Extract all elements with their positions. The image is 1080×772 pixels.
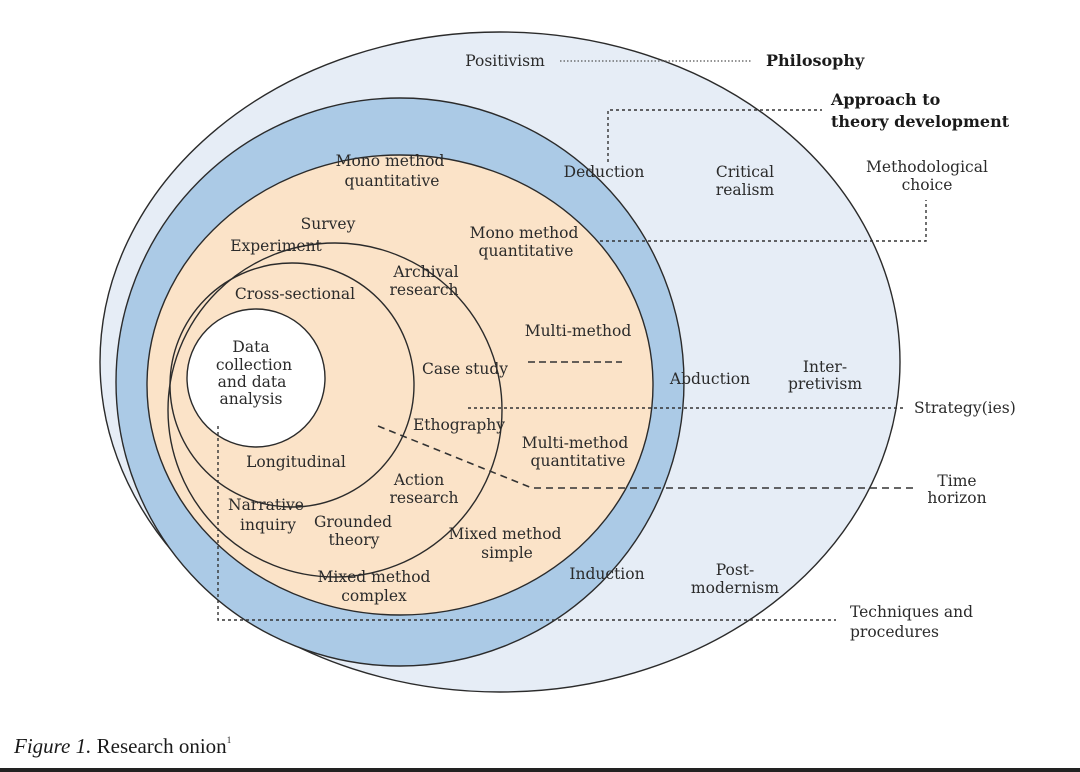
positivism-label: Positivism — [465, 52, 545, 70]
philosophy-label: Philosophy — [766, 51, 865, 70]
figure-caption: Figure 1. Research onion1 — [14, 734, 231, 759]
techniques-line2: procedures — [850, 623, 939, 641]
mono-method-top-line2: quantitative — [345, 172, 440, 190]
induction-label: Induction — [569, 565, 644, 583]
methodological-choice-line2: choice — [902, 176, 953, 194]
core-circle — [186, 308, 326, 448]
multi-method-label: Multi-method — [525, 322, 632, 340]
interpretivism-line2: pretivism — [788, 375, 862, 393]
bottom-border — [0, 768, 1080, 772]
postmodernism-line1: Post- — [716, 561, 755, 579]
postmodernism-line2: modernism — [691, 579, 779, 597]
mixed-simple-line1: Mixed method — [449, 525, 562, 543]
time-horizon-leader — [377, 425, 916, 489]
case-study-label: Case study — [422, 360, 508, 378]
narrative-inquiry-line1: Narrative — [228, 496, 304, 514]
multi-method-quant-line2: quantitative — [531, 452, 626, 470]
mono-method-right-line2: quantitative — [479, 242, 574, 260]
time-horizon-line2: horizon — [927, 489, 986, 507]
mixed-simple-line2: simple — [481, 544, 533, 562]
action-research-line2: research — [389, 489, 458, 507]
figure-footnote-marker: 1 — [226, 735, 232, 745]
methodological-choice-layer — [146, 154, 654, 616]
time-horizon-ring — [169, 262, 415, 508]
core-line1: Data — [232, 338, 269, 356]
multi-method-quant-line1: Multi-method — [522, 434, 629, 452]
strategies-ring — [167, 242, 503, 578]
interpretivism-line1: Inter- — [803, 358, 847, 376]
grounded-theory-line2: theory — [329, 531, 380, 549]
approach-label-line2: theory development — [831, 112, 1010, 131]
critical-realism-line1: Critical — [716, 163, 774, 181]
mixed-complex-line1: Mixed method — [318, 568, 431, 586]
grounded-theory-line1: Grounded — [314, 513, 392, 531]
methodological-choice-line1: Methodological — [866, 158, 988, 176]
figure-number: Figure 1. — [14, 734, 92, 758]
archival-research-line2: research — [389, 281, 458, 299]
deduction-label: Deduction — [564, 163, 645, 181]
ethography-label: Ethography — [413, 416, 505, 434]
cross-sectional-label: Cross-sectional — [235, 285, 355, 303]
longitudinal-label: Longitudinal — [246, 453, 346, 471]
techniques-line1: Techniques and — [850, 603, 973, 621]
figure-title: Research onion — [96, 734, 227, 758]
narrative-inquiry-line2: inquiry — [240, 516, 296, 534]
approach-label-line1: Approach to — [830, 90, 941, 109]
methodological-choice-leader — [600, 200, 927, 242]
time-horizon-line1: Time — [937, 472, 976, 490]
core-line3: and data — [218, 373, 287, 391]
strategy-label: Strategy(ies) — [914, 399, 1016, 417]
techniques-leader — [217, 426, 836, 621]
approach-leader — [607, 109, 822, 162]
action-research-line1: Action — [393, 471, 444, 489]
experiment-label: Experiment — [230, 237, 322, 255]
mixed-complex-line2: complex — [341, 587, 407, 605]
critical-realism-line2: realism — [716, 181, 775, 199]
archival-research-line1: Archival — [392, 263, 458, 281]
core-line4: analysis — [219, 390, 282, 408]
mono-method-right-line1: Mono method — [470, 224, 579, 242]
survey-label: Survey — [301, 215, 356, 233]
mono-method-top-line1: Mono method — [336, 152, 445, 170]
abduction-label: Abduction — [669, 370, 750, 388]
core-line2: collection — [216, 356, 292, 374]
